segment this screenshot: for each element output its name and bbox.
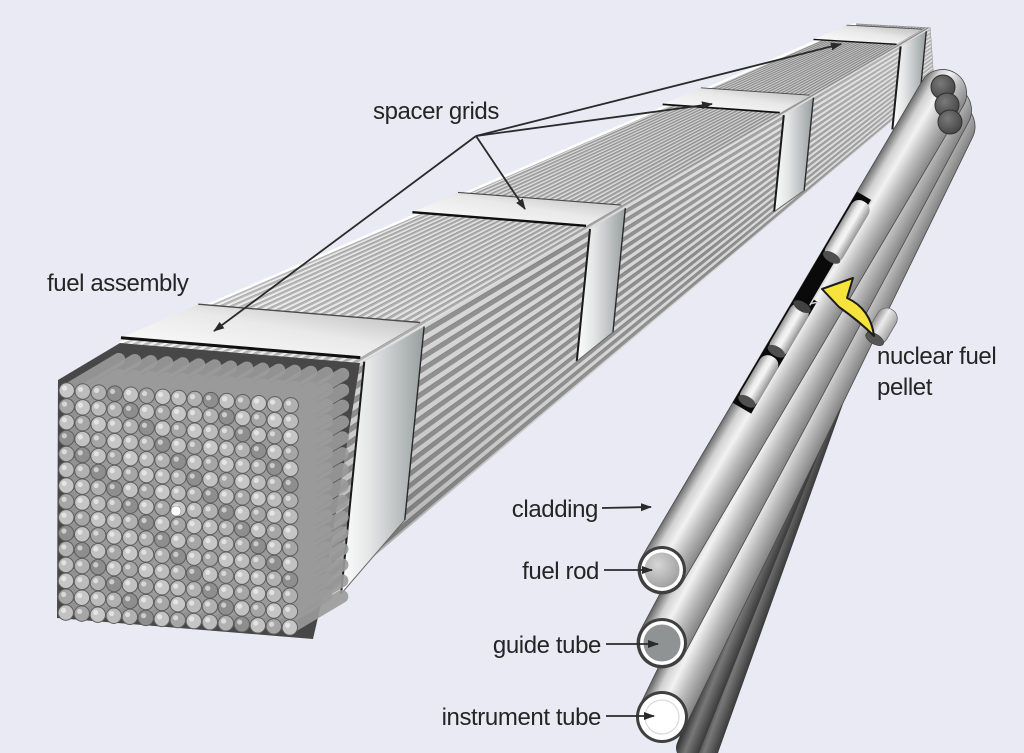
instrument-tube-end (636, 691, 688, 743)
spacer-grid-band (120, 303, 425, 595)
label-fuel-assembly: fuel assembly (47, 270, 189, 297)
fuel-rod-end (638, 546, 686, 594)
label-instrument-tube: instrument tube (441, 704, 602, 731)
leader-lines (213, 42, 842, 720)
instrument-tube-marker (170, 505, 182, 517)
pellet-insertion-arrow-icon (821, 277, 875, 337)
label-cladding: cladding (511, 496, 599, 523)
label-spacer-grids: spacer grids (373, 98, 499, 125)
leader-spacer-grid-3 (475, 101, 713, 137)
fuel-rod-tube-group (636, 69, 976, 753)
leader-spacer-grid-1 (213, 135, 477, 332)
leader-spacer-grid-2 (475, 135, 526, 210)
leader-cladding (601, 503, 652, 512)
leader-spacer-grid-4 (475, 42, 842, 137)
label-guide-tube: guide tube (492, 632, 602, 659)
tube-end-cap (937, 109, 963, 135)
label-fuel-rod: fuel rod (522, 558, 599, 585)
label-nuclear-fuel-pellet: nuclear fuel pellet (877, 343, 997, 401)
guide-tube-end (637, 618, 687, 668)
fuel-assembly-bundle (57, 22, 935, 639)
bundle-front-face (57, 343, 360, 639)
fuel-rod-cutaway (732, 191, 873, 415)
